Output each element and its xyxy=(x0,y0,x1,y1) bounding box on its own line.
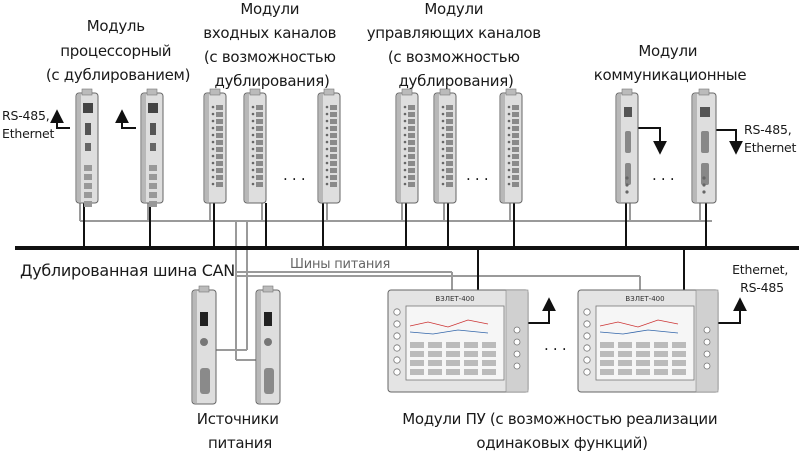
input-module-1 xyxy=(204,89,226,203)
cpu-module-1 xyxy=(76,89,98,207)
comm-module-2 xyxy=(692,89,716,203)
panel-modules-label: Модули ПУ (с возможностью реализации оди… xyxy=(402,410,722,452)
cpu-module-2 xyxy=(141,89,163,207)
power-bus-label: Шины питания xyxy=(290,257,390,272)
control-modules-label: Модули управляющих каналов (с возможност… xyxy=(367,0,546,90)
panel-ellipsis: . . . xyxy=(544,336,566,354)
input-module-3 xyxy=(318,89,340,203)
control-ellipsis: . . . xyxy=(466,166,488,184)
comm-modules-label: Модули коммуникационные xyxy=(594,42,747,84)
input-modules-label: Модули входных каналов (с возможностью д… xyxy=(203,0,340,90)
panel-module-2: ВЗЛЕТ-400 xyxy=(578,290,718,392)
can-bus-label: Дублированная шина CAN xyxy=(20,261,235,280)
comm-ellipsis: . . . xyxy=(652,166,674,184)
control-module-3 xyxy=(500,89,522,203)
panel-brand: ВЗЛЕТ-400 xyxy=(625,295,664,303)
input-module-2 xyxy=(244,89,266,203)
comm-interfaces-label: RS-485, Ethernet xyxy=(744,122,797,155)
control-module-1 xyxy=(396,89,418,203)
cpu-interfaces-label: RS-485, Ethernet xyxy=(2,108,55,141)
input-ellipsis: . . . xyxy=(283,166,305,184)
comm-module-1 xyxy=(616,89,638,203)
power-supply-1 xyxy=(192,286,216,404)
panel-module-1: ВЗЛЕТ-400 xyxy=(388,290,528,392)
panel-interfaces-label: Ethernet, RS-485 xyxy=(732,262,792,295)
power-supplies-label: Источники питания xyxy=(197,410,283,452)
panel-brand: ВЗЛЕТ-400 xyxy=(435,295,474,303)
control-module-2 xyxy=(434,89,456,203)
cpu-module-label: Модуль процессорный (с дублированием) xyxy=(46,17,190,84)
power-supply-2 xyxy=(256,286,280,404)
